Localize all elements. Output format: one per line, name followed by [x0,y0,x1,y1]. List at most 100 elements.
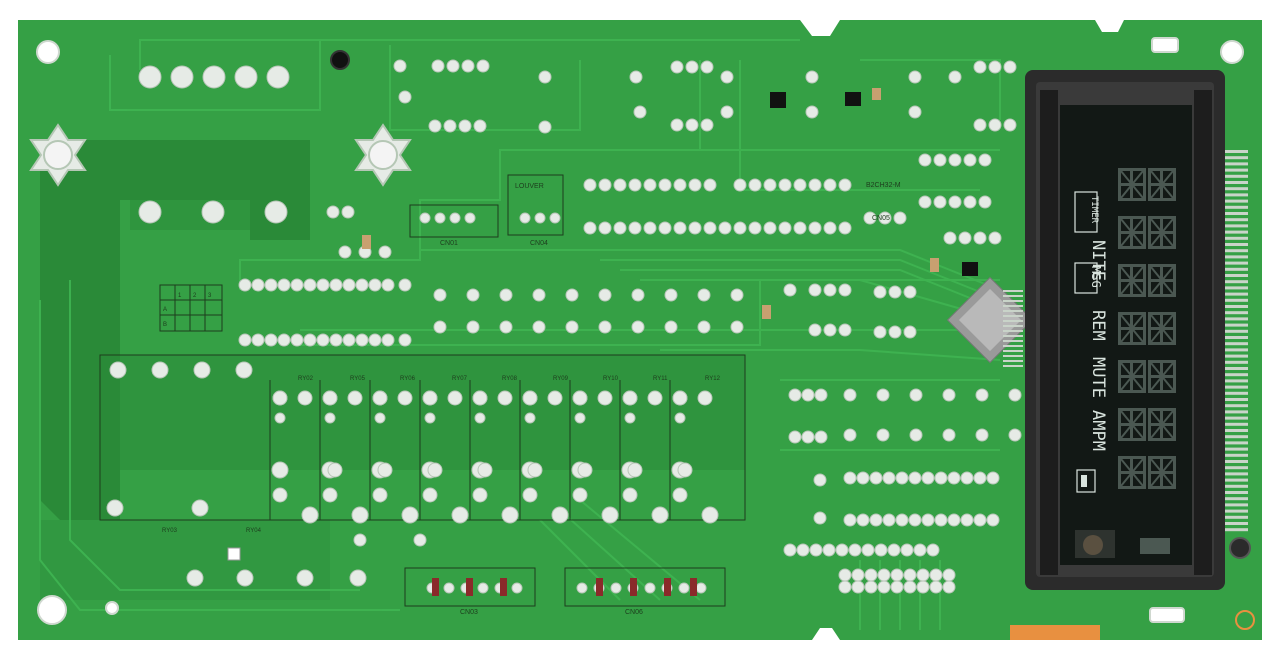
ry09-label: RY09 [553,376,569,382]
solder-pad [374,412,386,424]
solder-pad [349,569,367,587]
display-pin [1222,472,1248,476]
solder-pad [988,231,1002,245]
solder-pad [527,462,543,478]
ry07-label: RY07 [452,376,468,382]
solder-pad [703,221,717,235]
solder-pad [903,325,917,339]
cn01-label: CN01 [440,240,458,247]
display-pin [1222,509,1248,513]
cn04-label: CN04 [530,240,548,247]
solder-pad [869,513,883,527]
solder-pad [918,195,932,209]
solder-pad [449,212,461,224]
solder-pad [627,462,643,478]
solder-pad [524,412,536,424]
display-pin [1222,193,1248,197]
solder-pad [878,211,892,225]
solder-pad [948,70,962,84]
display-pin [1222,323,1248,327]
solder-pad [876,428,890,442]
display-pin [1222,348,1248,352]
solder-pad [381,333,395,347]
solder-pad [808,283,822,297]
solder-pad [290,333,304,347]
solder-pad [1008,428,1022,442]
display-pin [1222,317,1248,321]
solder-pad [251,333,265,347]
solder-pad [238,333,252,347]
solder-pad [963,195,977,209]
solder-pad [808,221,822,235]
solder-pad [670,60,684,74]
solder-pad [303,278,317,292]
solder-pad [658,178,672,192]
ry05-label: RY05 [350,376,366,382]
display-pin [1222,373,1248,377]
solder-pad [664,320,678,334]
mounting-holes [36,37,1251,625]
solder-pad [801,430,815,444]
solder-pad [720,70,734,84]
display-pin [1222,305,1248,308]
solder-pad [909,388,923,402]
solder-pad [251,278,265,292]
solder-pad [324,412,336,424]
chip-lead [1003,290,1023,292]
solder-pad [422,390,438,406]
solder-pad [718,221,732,235]
solder-pad [835,543,849,557]
solder-pads [106,59,1055,594]
solder-pad [643,221,657,235]
solder-pad [274,412,286,424]
solder-pad [598,288,612,302]
solder-pad [271,461,289,479]
solder-pad [748,221,762,235]
solder-pad [947,513,961,527]
chip-lead [1003,330,1023,332]
solder-pad [909,428,923,442]
solder-pad [464,212,476,224]
solder-pad [843,513,857,527]
solder-pad [643,178,657,192]
solder-pad [672,390,688,406]
solder-pad [601,506,619,524]
solder-pad [763,178,777,192]
display-pin [1222,205,1248,209]
solder-pad [890,580,904,594]
indicator-ampm: AMPM [1088,410,1108,451]
solder-pad [576,582,588,594]
solder-pad [805,105,819,119]
display-pin [1222,236,1248,240]
solder-pad [443,119,457,133]
solder-pad [633,105,647,119]
solder-pad [301,506,319,524]
solder-pad [461,59,475,73]
solder-pad [201,200,225,224]
solder-pad [908,70,922,84]
solder-pad [988,118,1002,132]
solder-pad [351,506,369,524]
solder-pad [960,513,974,527]
fiducial-mark [1235,610,1255,630]
display-pin [1222,156,1248,160]
solder-pad [700,118,714,132]
solder-pad [583,178,597,192]
chip-lead [1003,295,1023,297]
solder-pad [322,487,338,503]
solder-pad [401,506,419,524]
solder-pad [419,212,431,224]
solder-pad [822,543,836,557]
display-pin [1222,150,1248,153]
vfd-digit [1118,360,1146,393]
solder-pad [695,582,707,594]
solder-pad [942,428,956,442]
display-pin [1222,286,1248,290]
solder-pad [428,119,442,133]
solder-pad [903,285,917,299]
solder-pad [572,487,588,503]
star-mounts [29,123,412,187]
solder-pad [458,119,472,133]
solder-pad [264,278,278,292]
